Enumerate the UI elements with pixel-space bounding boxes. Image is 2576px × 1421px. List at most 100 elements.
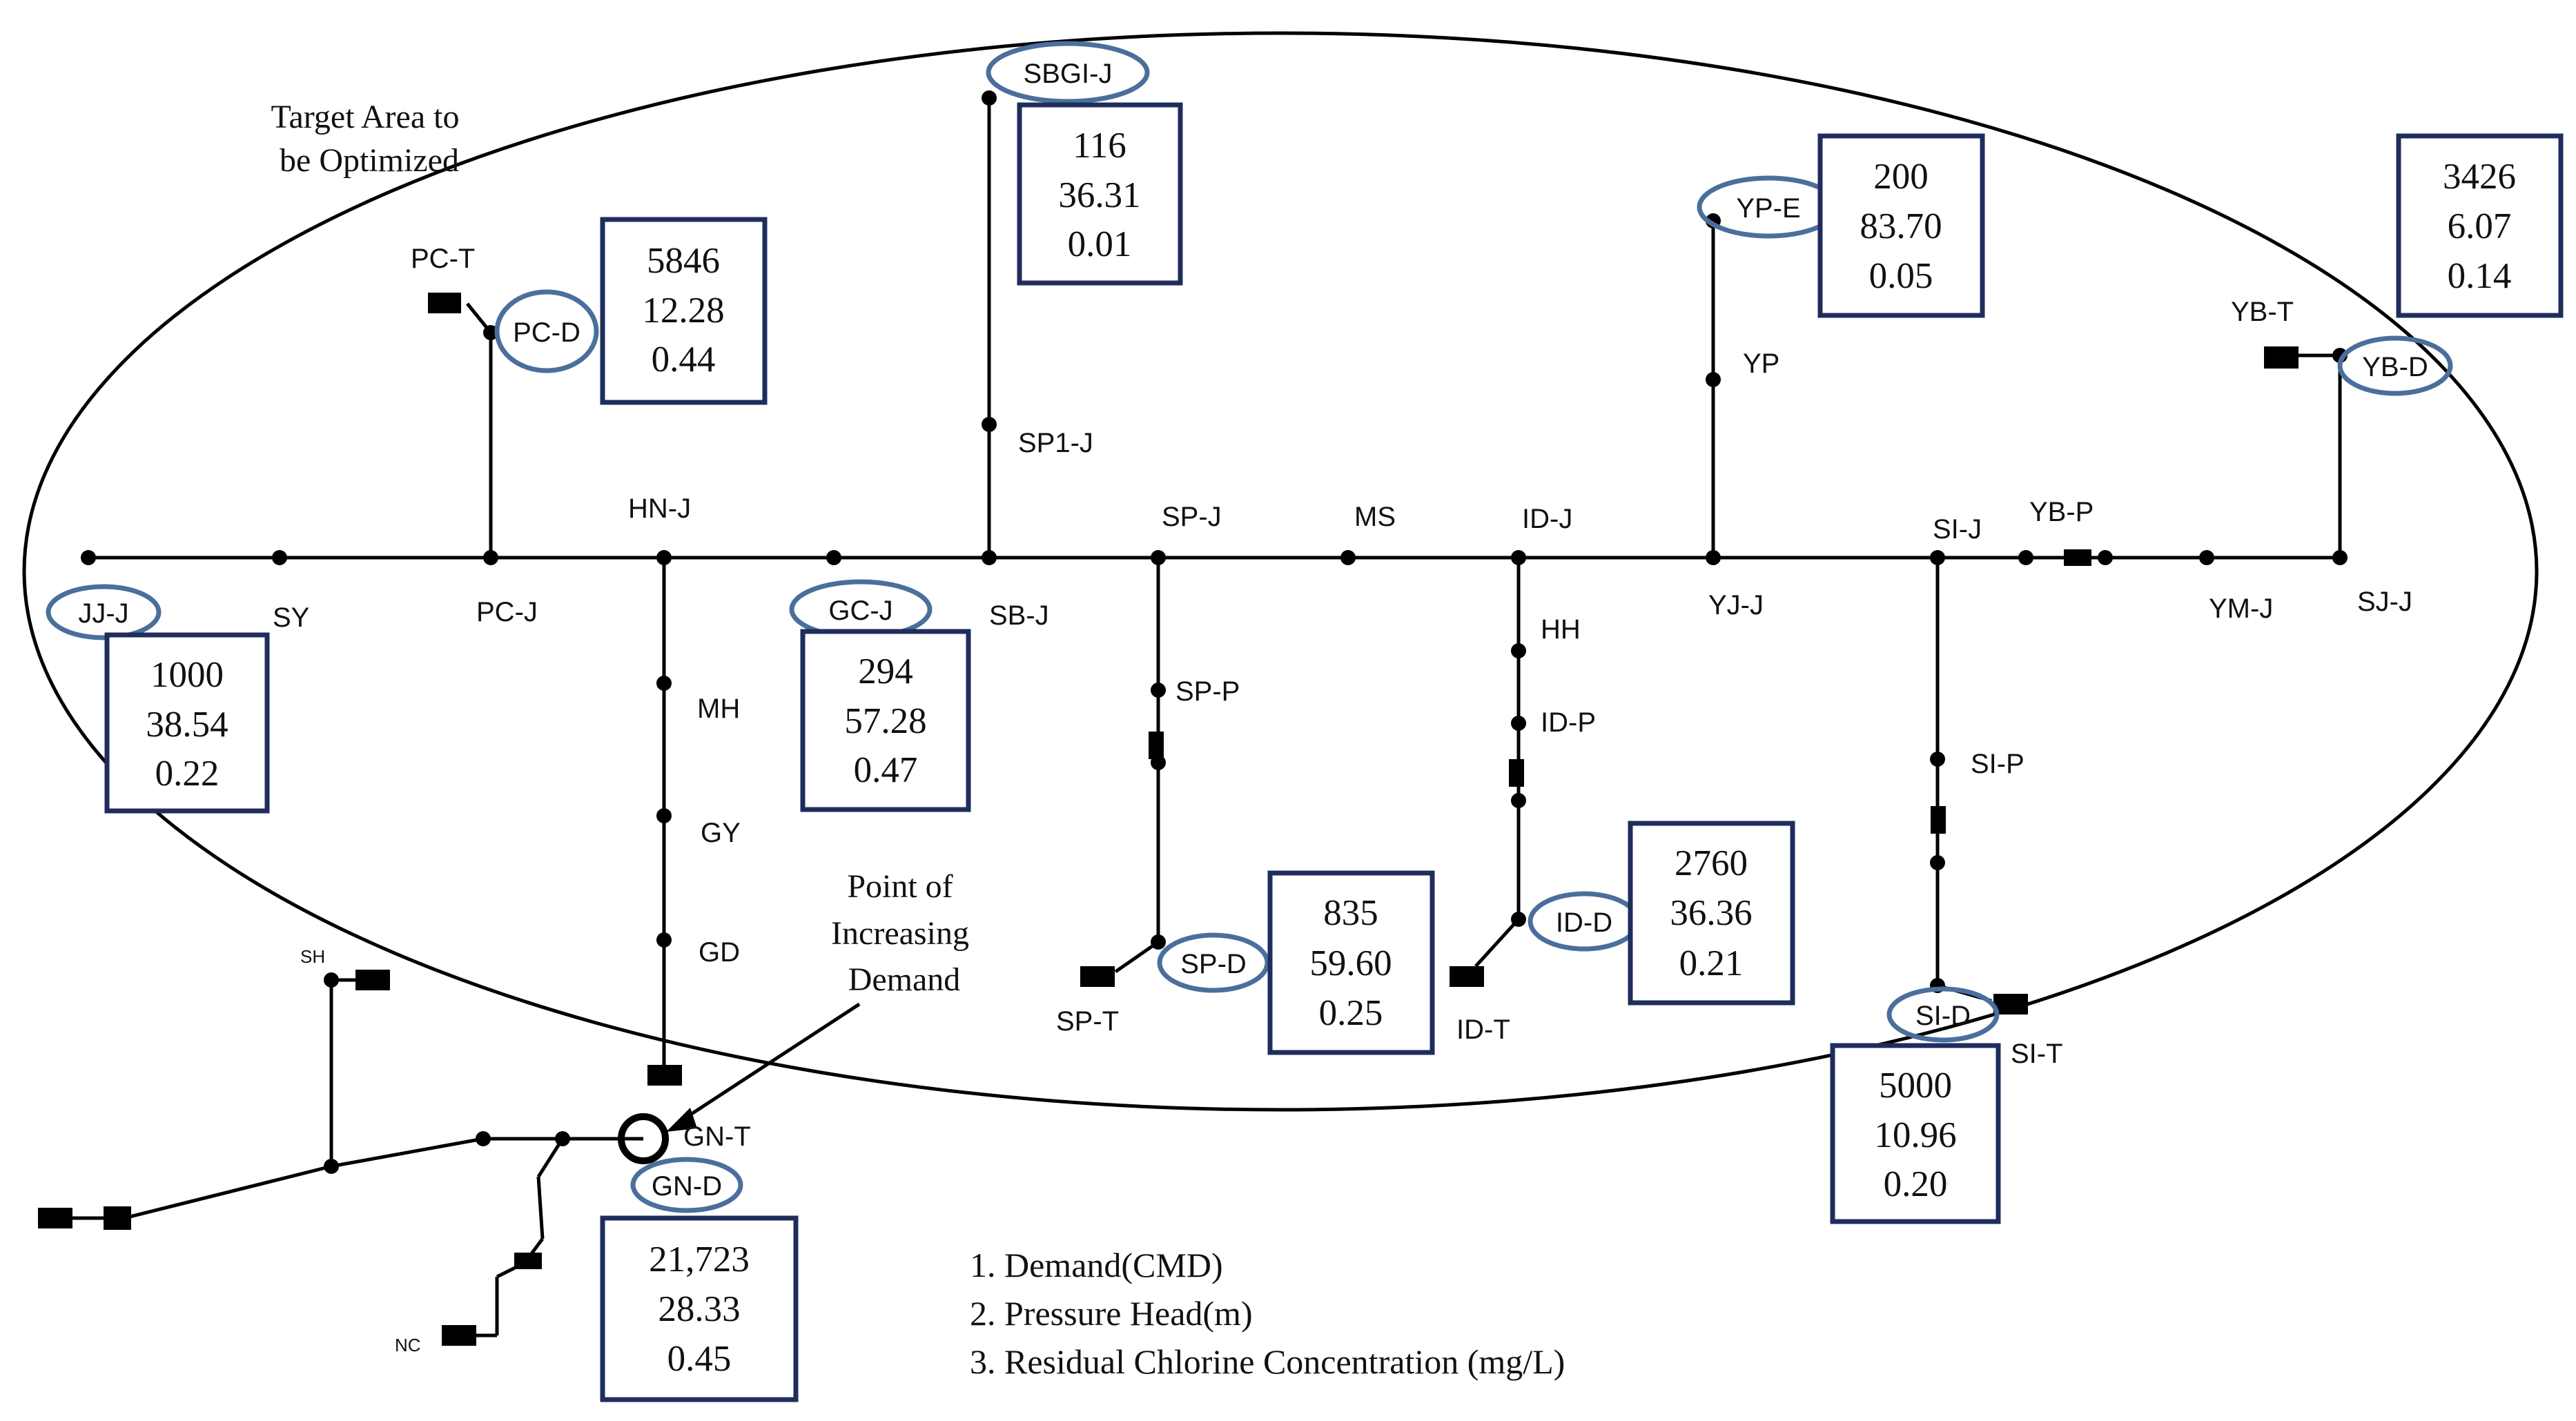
svg-text:83.70: 83.70 xyxy=(1860,206,1942,246)
label-hh: HH xyxy=(1541,614,1581,645)
label-gn-t: GN-T xyxy=(683,1121,751,1152)
svg-text:116: 116 xyxy=(1073,126,1126,166)
circled-labels: JJ-J GC-J PC-D SBGI-J YP-E YB-D SP-D ID-… xyxy=(46,41,2453,1213)
tank-source xyxy=(38,1208,72,1228)
value-box-pc-d: 5846 12.28 0.44 xyxy=(600,217,768,405)
tank-si-t xyxy=(1993,994,2028,1015)
svg-text:0.44: 0.44 xyxy=(652,340,716,380)
svg-text:57.28: 57.28 xyxy=(844,701,926,741)
tank-nc xyxy=(442,1325,476,1346)
tank-id-t xyxy=(1450,966,1484,987)
svg-text:10.96: 10.96 xyxy=(1874,1115,1956,1155)
label-pc-t: PC-T xyxy=(411,244,475,274)
demand-arrow xyxy=(679,1002,861,1124)
svg-text:835: 835 xyxy=(1323,893,1378,933)
svg-text:1000: 1000 xyxy=(150,655,224,695)
svg-text:6.07: 6.07 xyxy=(2448,206,2512,246)
svg-text:0.14: 0.14 xyxy=(2448,256,2512,296)
svg-text:36.31: 36.31 xyxy=(1058,175,1140,215)
svg-text:0.20: 0.20 xyxy=(1884,1164,1948,1204)
label-sj-j: SJ-J xyxy=(2357,587,2412,617)
node-labels: HN-J SY PC-J SB-J SP1-J SP-J MS ID-J YJ-… xyxy=(273,244,2412,1355)
label-sb-j: SB-J xyxy=(989,600,1049,631)
value-box-gc-j: 294 57.28 0.47 xyxy=(800,629,971,812)
pump-symbols xyxy=(104,549,2091,1269)
label-ms: MS xyxy=(1354,502,1396,532)
label-sp-p: SP-P xyxy=(1175,676,1240,707)
demand-point-ring xyxy=(618,1113,669,1164)
label-sp-j: SP-J xyxy=(1162,502,1222,532)
svg-text:0.05: 0.05 xyxy=(1869,256,1933,296)
pipe-network xyxy=(69,98,2342,1337)
svg-text:36.36: 36.36 xyxy=(1670,893,1752,933)
value-box-sp-d: 835 59.60 0.25 xyxy=(1267,870,1435,1055)
junction-nodes xyxy=(81,90,2348,1174)
svg-text:2760: 2760 xyxy=(1675,843,1748,883)
label-si-t: SI-T xyxy=(2011,1039,2063,1069)
legend-item-demand: 1. Demand(CMD) xyxy=(970,1246,1223,1284)
label-si-p: SI-P xyxy=(1971,749,2024,779)
circled-label-id-d: ID-D xyxy=(1556,908,1612,938)
label-gy: GY xyxy=(701,818,741,848)
label-hn-j: HN-J xyxy=(628,493,691,524)
legend: 1. Demand(CMD) 2. Pressure Head(m) 3. Re… xyxy=(970,1246,1565,1381)
value-boxes: 1000 38.54 0.22 294 57.28 0.47 5846 12.2… xyxy=(104,102,2564,1402)
tank-sh xyxy=(355,970,390,990)
value-box-id-d: 2760 36.36 0.21 xyxy=(1628,821,1795,1006)
svg-text:0.45: 0.45 xyxy=(667,1339,732,1379)
target-area-ellipse xyxy=(22,31,2539,1112)
label-nc: NC xyxy=(395,1335,421,1355)
svg-text:0.21: 0.21 xyxy=(1679,943,1744,983)
label-id-t: ID-T xyxy=(1456,1015,1510,1045)
demand-arrowhead xyxy=(666,1108,697,1132)
label-yp: YP xyxy=(1743,349,1779,379)
tank-pc-t xyxy=(428,293,461,313)
target-area-label: Target Area to be Optimized xyxy=(271,99,468,179)
tank-symbols xyxy=(38,293,2299,1346)
label-yb-t: YB-T xyxy=(2231,297,2294,327)
circled-label-si-d: SI-D xyxy=(1915,1001,1971,1031)
svg-text:200: 200 xyxy=(1873,157,1929,197)
svg-text:12.28: 12.28 xyxy=(642,291,724,331)
svg-text:294: 294 xyxy=(858,651,913,692)
demand-annotation: Point of Increasing Demand xyxy=(831,868,977,998)
value-box-yp-e: 200 83.70 0.05 xyxy=(1817,133,1985,318)
label-sp-t: SP-T xyxy=(1056,1006,1119,1037)
circled-label-yb-d: YB-D xyxy=(2362,352,2428,382)
label-yb-p: YB-P xyxy=(2029,497,2094,527)
svg-text:0.25: 0.25 xyxy=(1319,993,1383,1033)
svg-text:5846: 5846 xyxy=(647,241,720,281)
circled-label-pc-d: PC-D xyxy=(513,317,580,348)
label-id-j: ID-J xyxy=(1522,504,1572,534)
svg-text:38.54: 38.54 xyxy=(146,705,228,745)
svg-text:59.60: 59.60 xyxy=(1309,943,1392,983)
legend-item-pressure: 2. Pressure Head(m) xyxy=(970,1294,1253,1333)
svg-text:3426: 3426 xyxy=(2443,157,2516,197)
circled-label-gc-j: GC-J xyxy=(828,596,892,626)
svg-text:21,723: 21,723 xyxy=(649,1239,750,1280)
value-box-jj-j: 1000 38.54 0.22 xyxy=(104,632,270,814)
value-box-gn-d: 21,723 28.33 0.45 xyxy=(600,1215,799,1402)
value-box-sbgi-j: 116 36.31 0.01 xyxy=(1017,102,1183,286)
svg-text:0.22: 0.22 xyxy=(155,754,219,794)
circled-label-sp-d: SP-D xyxy=(1180,949,1247,979)
legend-item-chlorine: 3. Residual Chlorine Concentration (mg/L… xyxy=(970,1342,1565,1381)
svg-text:28.33: 28.33 xyxy=(658,1289,740,1329)
label-ym-j: YM-J xyxy=(2209,594,2273,624)
label-si-j: SI-J xyxy=(1933,514,1982,545)
label-mh: MH xyxy=(697,694,740,724)
tank-yb-t xyxy=(2264,346,2299,369)
circled-label-gn-d: GN-D xyxy=(652,1171,722,1202)
label-id-p: ID-P xyxy=(1541,707,1596,738)
svg-text:0.01: 0.01 xyxy=(1068,224,1132,264)
circled-label-jj-j: JJ-J xyxy=(78,598,128,629)
label-gd: GD xyxy=(699,937,740,968)
tank-sp-t xyxy=(1080,966,1115,987)
svg-text:5000: 5000 xyxy=(1879,1066,1952,1106)
label-yj-j: YJ-J xyxy=(1708,590,1764,620)
label-sy: SY xyxy=(273,602,309,633)
tank-gn-t xyxy=(647,1065,682,1086)
circled-label-yp-e: YP-E xyxy=(1736,193,1800,224)
value-box-si-d: 5000 10.96 0.20 xyxy=(1830,1043,2001,1224)
